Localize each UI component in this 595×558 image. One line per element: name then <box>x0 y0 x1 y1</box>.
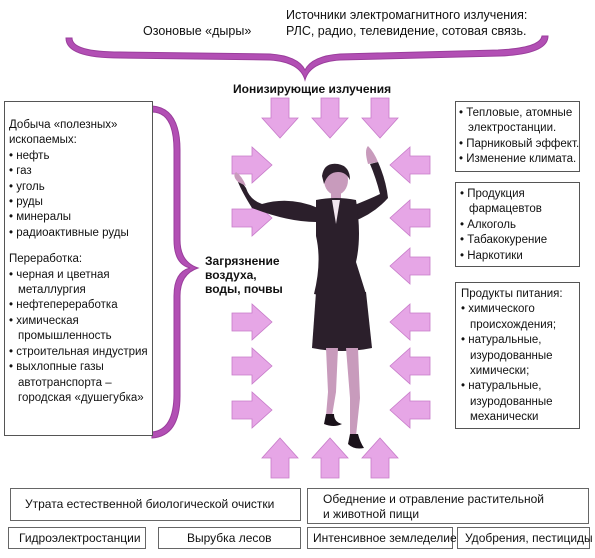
power-climate-line: электростанции. <box>468 122 557 135</box>
left-leg <box>326 348 338 416</box>
extraction-processing-line: промышленность <box>18 330 112 343</box>
extraction-processing-line: • нефть <box>9 149 50 162</box>
food-products-line: • химического <box>461 303 535 316</box>
food-products-line: • натуральные, <box>461 334 542 347</box>
collar <box>332 200 340 224</box>
left-brace <box>151 105 200 439</box>
right-arm <box>352 162 388 222</box>
arrow-left-right-1 <box>389 146 431 184</box>
pharma-addictions-line: фармацевтов <box>469 203 542 216</box>
extraction-processing-line: • минералы <box>9 211 72 224</box>
arrow-down-top-3 <box>361 97 399 139</box>
pollution-line-2: воздуха, <box>205 268 257 282</box>
fertilizers-text: Удобрения, пестициды <box>465 531 593 545</box>
left-hand <box>234 172 246 186</box>
arrow-right-left-3 <box>231 303 273 341</box>
extraction-processing-line: металлургия <box>18 284 86 297</box>
jacket <box>314 198 366 297</box>
ionizing-radiation-label: Ионизирующие излучения <box>233 82 392 96</box>
extraction-processing-line: • строительная индустрия <box>9 345 148 358</box>
top-brace <box>65 35 549 82</box>
hydro-box: Гидроэлектростанции <box>8 527 146 549</box>
arrow-left-right-3 <box>389 247 431 285</box>
pollution-line-3: воды, почвы <box>205 282 283 296</box>
extraction-processing-line: Добыча «полезных» <box>9 119 118 131</box>
extraction-processing-line: • радиоактивные руды <box>9 226 129 239</box>
food-products-box: Продукты питания: • химического происхожде… <box>455 282 580 429</box>
extraction-processing-line: автотранспорта – <box>18 376 112 389</box>
logging-box: Вырубка лесов <box>158 527 301 549</box>
right-shoe <box>348 434 364 449</box>
arrow-group <box>231 97 431 479</box>
skirt <box>312 292 372 351</box>
pollution-label: Загрязнение воздуха, воды, почвы <box>205 254 283 296</box>
arrow-right-left-5 <box>231 391 273 429</box>
right-hand <box>366 146 378 164</box>
food-impoverishment-line-2: и животной пищи <box>323 507 420 521</box>
logging-text: Вырубка лесов <box>187 531 272 545</box>
left-shoe <box>324 414 342 426</box>
food-products-line: изуродованные <box>470 395 553 408</box>
food-impoverishment-box: Обеднение и отравление растительной и жи… <box>307 488 589 524</box>
power-climate-box: • Тепловые, атомные электростанции. • Парн… <box>455 101 580 172</box>
intensive-farming-text: Интенсивное земледелие <box>313 531 457 545</box>
extraction-processing-spacer <box>9 241 152 252</box>
neck <box>331 192 341 202</box>
pharma-addictions-box: • Продукция фармацевтов • Алкоголь • Табако… <box>455 182 580 267</box>
arrow-right-left-4 <box>231 347 273 385</box>
food-products-line: изуродованные <box>470 349 553 362</box>
arrow-down-top-2 <box>311 97 349 139</box>
intensive-farming-box: Интенсивное земледелие <box>307 527 457 549</box>
arrow-left-right-2 <box>389 199 431 237</box>
ozone-holes-label: Озоновые «дыры» <box>143 24 252 38</box>
extraction-processing-line: • химическая <box>9 314 79 327</box>
extraction-processing-line: Переработка: <box>9 253 83 266</box>
em-sources-list: РЛС, радио, телевидение, сотовая связь. <box>286 24 527 38</box>
extraction-processing-box: Добыча «полезных» ископаемых: • нефть • газ… <box>4 101 153 436</box>
em-sources-title: Источники электромагнитного излучения: <box>286 8 528 22</box>
extraction-processing-line: • черная и цветная <box>9 268 110 281</box>
extraction-processing-line: • нефтепереработка <box>9 299 118 312</box>
food-products-line: Продукты питания: <box>461 288 563 300</box>
left-arm <box>238 181 318 222</box>
woman-figure <box>234 146 388 449</box>
pharma-addictions-line: • Продукция <box>460 188 525 200</box>
arrow-down-top-1 <box>261 97 299 139</box>
power-climate-line: • Парниковый эффект. <box>459 137 580 150</box>
pharma-addictions-line: • Табакокурение <box>460 234 548 247</box>
extraction-processing-line: • руды <box>9 196 43 209</box>
power-climate-line: • Изменение климата. <box>459 153 577 166</box>
extraction-processing-line: • выхлопные газы <box>9 361 104 374</box>
loss-natural-cleaning-text: Утрата естественной биологической очистк… <box>25 497 275 511</box>
food-products-line: механически <box>470 411 539 424</box>
food-products-line: • натуральные, <box>461 380 542 393</box>
power-climate-line: • Тепловые, атомные <box>459 107 573 119</box>
food-products-line: химически; <box>470 365 530 378</box>
hair <box>322 163 350 184</box>
right-leg <box>346 348 360 436</box>
loss-natural-cleaning-box: Утрата естественной биологической очистк… <box>10 488 301 521</box>
fertilizers-box: Удобрения, пестициды <box>457 527 593 549</box>
food-products-line: происхождения; <box>470 318 557 331</box>
arrow-up-bottom-3 <box>361 437 399 479</box>
pharma-addictions-line: • Наркотики <box>460 249 523 262</box>
extraction-processing-line: • уголь <box>9 180 45 193</box>
hydro-text: Гидроэлектростанции <box>19 531 141 545</box>
arrow-up-bottom-1 <box>261 437 299 479</box>
extraction-processing-line: ископаемых: <box>9 134 77 147</box>
extraction-processing-line: • газ <box>9 165 32 178</box>
pharma-addictions-line: • Алкоголь <box>460 218 516 231</box>
arrow-left-right-6 <box>389 391 431 429</box>
pollution-line-1: Загрязнение <box>205 254 280 268</box>
arrow-left-right-5 <box>389 347 431 385</box>
extraction-processing-line: городская «душегубка» <box>18 391 144 404</box>
arrow-up-bottom-2 <box>311 437 349 479</box>
arrow-left-right-4 <box>389 303 431 341</box>
food-impoverishment-line-1: Обеднение и отравление растительной <box>323 492 544 506</box>
